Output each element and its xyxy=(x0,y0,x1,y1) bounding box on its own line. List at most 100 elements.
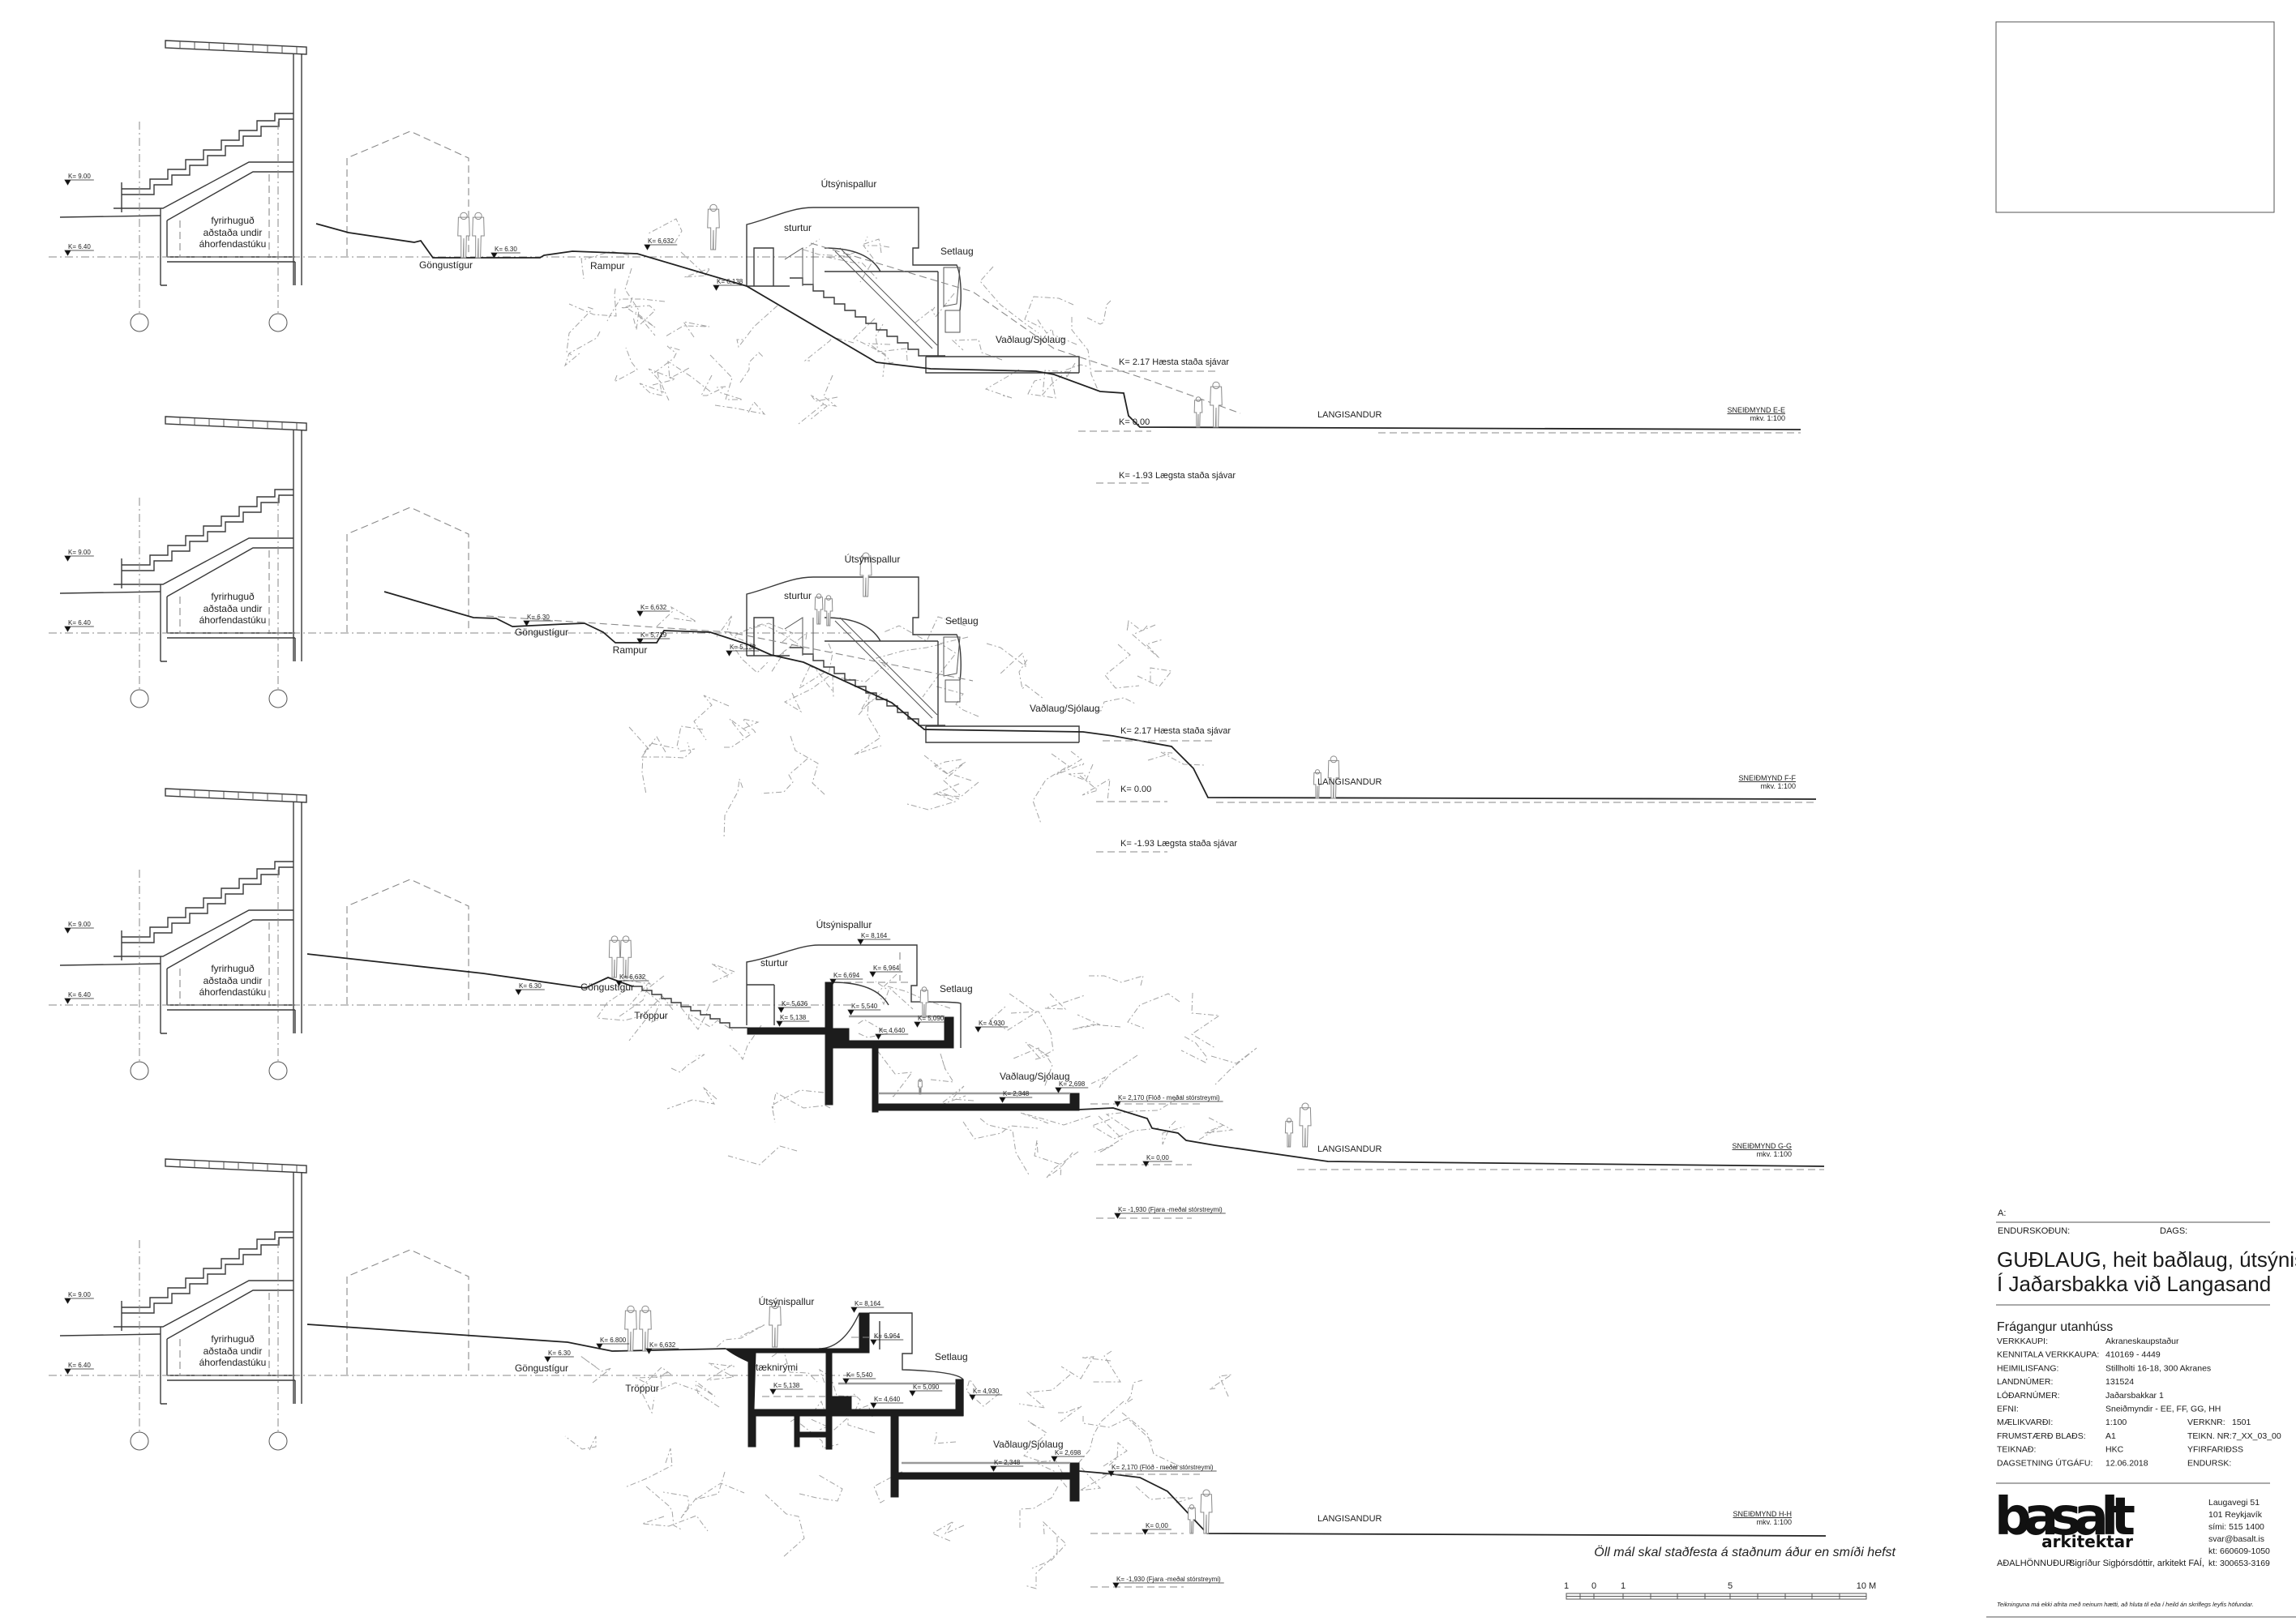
rock-outline xyxy=(1071,317,1099,392)
rock-outline xyxy=(1010,1011,1054,1059)
label-title-block-contact-5: kt: 300653-3169 xyxy=(2208,1559,2270,1568)
level-marker-gg-k2348: K= 2,348 xyxy=(1003,1090,1030,1097)
label-title-block-rows-4-label: LÓÐARNÚMER: xyxy=(1997,1390,2060,1401)
label-title-block-contact-0: Laugavegi 51 xyxy=(2208,1498,2260,1508)
label-gg-gongustigur: Göngustígur xyxy=(580,982,634,993)
label-ee-title: SNEIÐMYND E-E xyxy=(1727,406,1785,414)
person-silhouette xyxy=(859,552,872,597)
rock-outline xyxy=(809,394,838,421)
label-scale-bar-labels-2: 1 xyxy=(1621,1581,1626,1591)
level-triangle-icon xyxy=(769,1388,803,1395)
level-triangle-icon xyxy=(490,252,520,259)
rock-outline xyxy=(783,674,831,713)
rock-outline xyxy=(863,236,882,254)
rock-outline xyxy=(986,643,1027,675)
label-title-block-a-label: A: xyxy=(1998,1208,2006,1218)
label-ee-scale: mkv. 1:100 xyxy=(1750,414,1785,422)
label-ff-title: SNEIÐMYND F-F xyxy=(1739,774,1797,782)
level-triangle-icon xyxy=(869,971,903,977)
label-gg-vadlaug: Vaðlaug/Sjólaug xyxy=(1000,1071,1070,1082)
label-scale-bar-labels-1: 0 xyxy=(1591,1581,1596,1591)
rock-outline xyxy=(1104,644,1140,689)
level-triangle-icon xyxy=(850,1307,885,1313)
level-marker-gg-k6632: K= 6,632 xyxy=(619,973,646,981)
rock-outline xyxy=(1105,1094,1184,1131)
rock-outline xyxy=(653,345,681,374)
label-gg-scale: mkv. 1:100 xyxy=(1757,1150,1792,1158)
rock-outline xyxy=(931,1520,965,1542)
rock-outline xyxy=(624,1448,673,1488)
level-marker-ee-k6632: K= 6,632 xyxy=(648,237,675,245)
rock-pattern xyxy=(563,218,1257,1589)
rock-outline xyxy=(1083,697,1136,712)
label-title-block-contact-3: svar@basalt.is xyxy=(2208,1534,2264,1544)
label-title-block-date-label: DAGS: xyxy=(2160,1226,2187,1236)
level-triangle-icon xyxy=(975,1026,1009,1033)
label-title-block-extra-2-label: YFIRFARIÐ: xyxy=(2187,1445,2234,1455)
label-hh-taeknirymi: tæknirými xyxy=(756,1362,798,1373)
rock-outline xyxy=(1018,1374,1071,1409)
terrain-gg xyxy=(306,953,1825,1167)
person-silhouette xyxy=(1284,1118,1294,1148)
label-title-block-rows-7-label: FRUMSTÆRÐ BLAÐS: xyxy=(1997,1431,2086,1441)
label-title-block-contact-2: sími: 515 1400 xyxy=(2208,1522,2264,1532)
section-ff xyxy=(383,576,1817,853)
rock-outline xyxy=(1055,751,1085,776)
label-title-block-rows-3-label: LANDNÚMER: xyxy=(1997,1376,2053,1387)
rock-outline xyxy=(563,331,601,367)
rock-outline xyxy=(867,343,896,364)
level-marker-gg-k4640: K= 4,640 xyxy=(879,1027,906,1034)
rock-outline xyxy=(645,1486,683,1531)
rock-outline xyxy=(1191,992,1221,1049)
level-triangle-icon xyxy=(914,1021,948,1028)
rock-outline xyxy=(943,761,972,798)
person-silhouette xyxy=(472,212,485,259)
rock-outline xyxy=(620,304,656,325)
rock-outline xyxy=(930,1053,954,1083)
label-stand-facility-0: fyrirhuguð xyxy=(211,591,255,602)
rock-outline xyxy=(810,1400,831,1431)
rock-outline xyxy=(727,1145,798,1165)
rock-outline xyxy=(798,665,834,693)
label-gg-setlaug: Setlaug xyxy=(940,983,973,994)
level-triangle-icon xyxy=(523,620,553,627)
label-stand-facility-1: aðstaða undir xyxy=(203,1345,263,1357)
label-ff-scale: mkv. 1:100 xyxy=(1761,782,1796,790)
label-ff-gongustigur: Göngustígur xyxy=(515,627,568,638)
label-hh-beach: LANGISANDUR xyxy=(1317,1514,1382,1524)
concrete-hh xyxy=(724,1312,1080,1502)
person-silhouette xyxy=(619,935,632,978)
rock-outline xyxy=(566,306,593,356)
rock-outline xyxy=(1103,1441,1128,1467)
level-marker-ff-k6632: K= 6,632 xyxy=(640,604,667,611)
rock-outline xyxy=(772,1092,831,1110)
level-marker-gg-k2170: K= 2,170 (Flóð - meðal stórstreymi) xyxy=(1118,1094,1220,1101)
rock-outline xyxy=(854,693,882,755)
level-marker-ee-k630: K= 6.30 xyxy=(495,246,517,253)
rock-outline xyxy=(825,256,877,280)
label-title-block-contact-1: 101 Reykjavík xyxy=(2208,1510,2263,1520)
level-marker-gg-k5540: K= 5,540 xyxy=(851,1003,878,1010)
level-marker-hh-zero: K= 0,00 xyxy=(1146,1522,1168,1529)
level-marker-stand-k640: K= 6.40 xyxy=(68,243,91,250)
rock-outline xyxy=(873,1471,920,1503)
terrain-hh xyxy=(306,1324,1827,1537)
level-marker-stand-k640: K= 6.40 xyxy=(68,991,91,999)
rock-outline xyxy=(938,1085,975,1106)
rock-outline xyxy=(748,623,805,650)
rock-outline xyxy=(1070,1401,1124,1473)
rock-outline xyxy=(624,267,640,331)
rock-outline xyxy=(676,725,704,752)
label-ee-zero: K= 0.00 xyxy=(1119,417,1150,427)
label-title-block-rows-9-label: DAGSETNING ÚTGÁFU: xyxy=(1997,1457,2093,1468)
level-marker-gg-k6964: K= 6,964 xyxy=(873,964,900,972)
person-silhouette xyxy=(624,1305,637,1352)
level-triangle-icon xyxy=(64,1368,94,1375)
person-silhouette xyxy=(918,1078,923,1095)
level-marker-stand-k900: K= 9.00 xyxy=(68,921,91,928)
rock-outline xyxy=(628,995,674,1041)
level-triangle-icon xyxy=(990,1465,1024,1472)
building-ff xyxy=(746,576,1080,743)
rock-outline xyxy=(662,1491,697,1519)
label-scale-bar-labels-3: 5 xyxy=(1728,1581,1733,1591)
